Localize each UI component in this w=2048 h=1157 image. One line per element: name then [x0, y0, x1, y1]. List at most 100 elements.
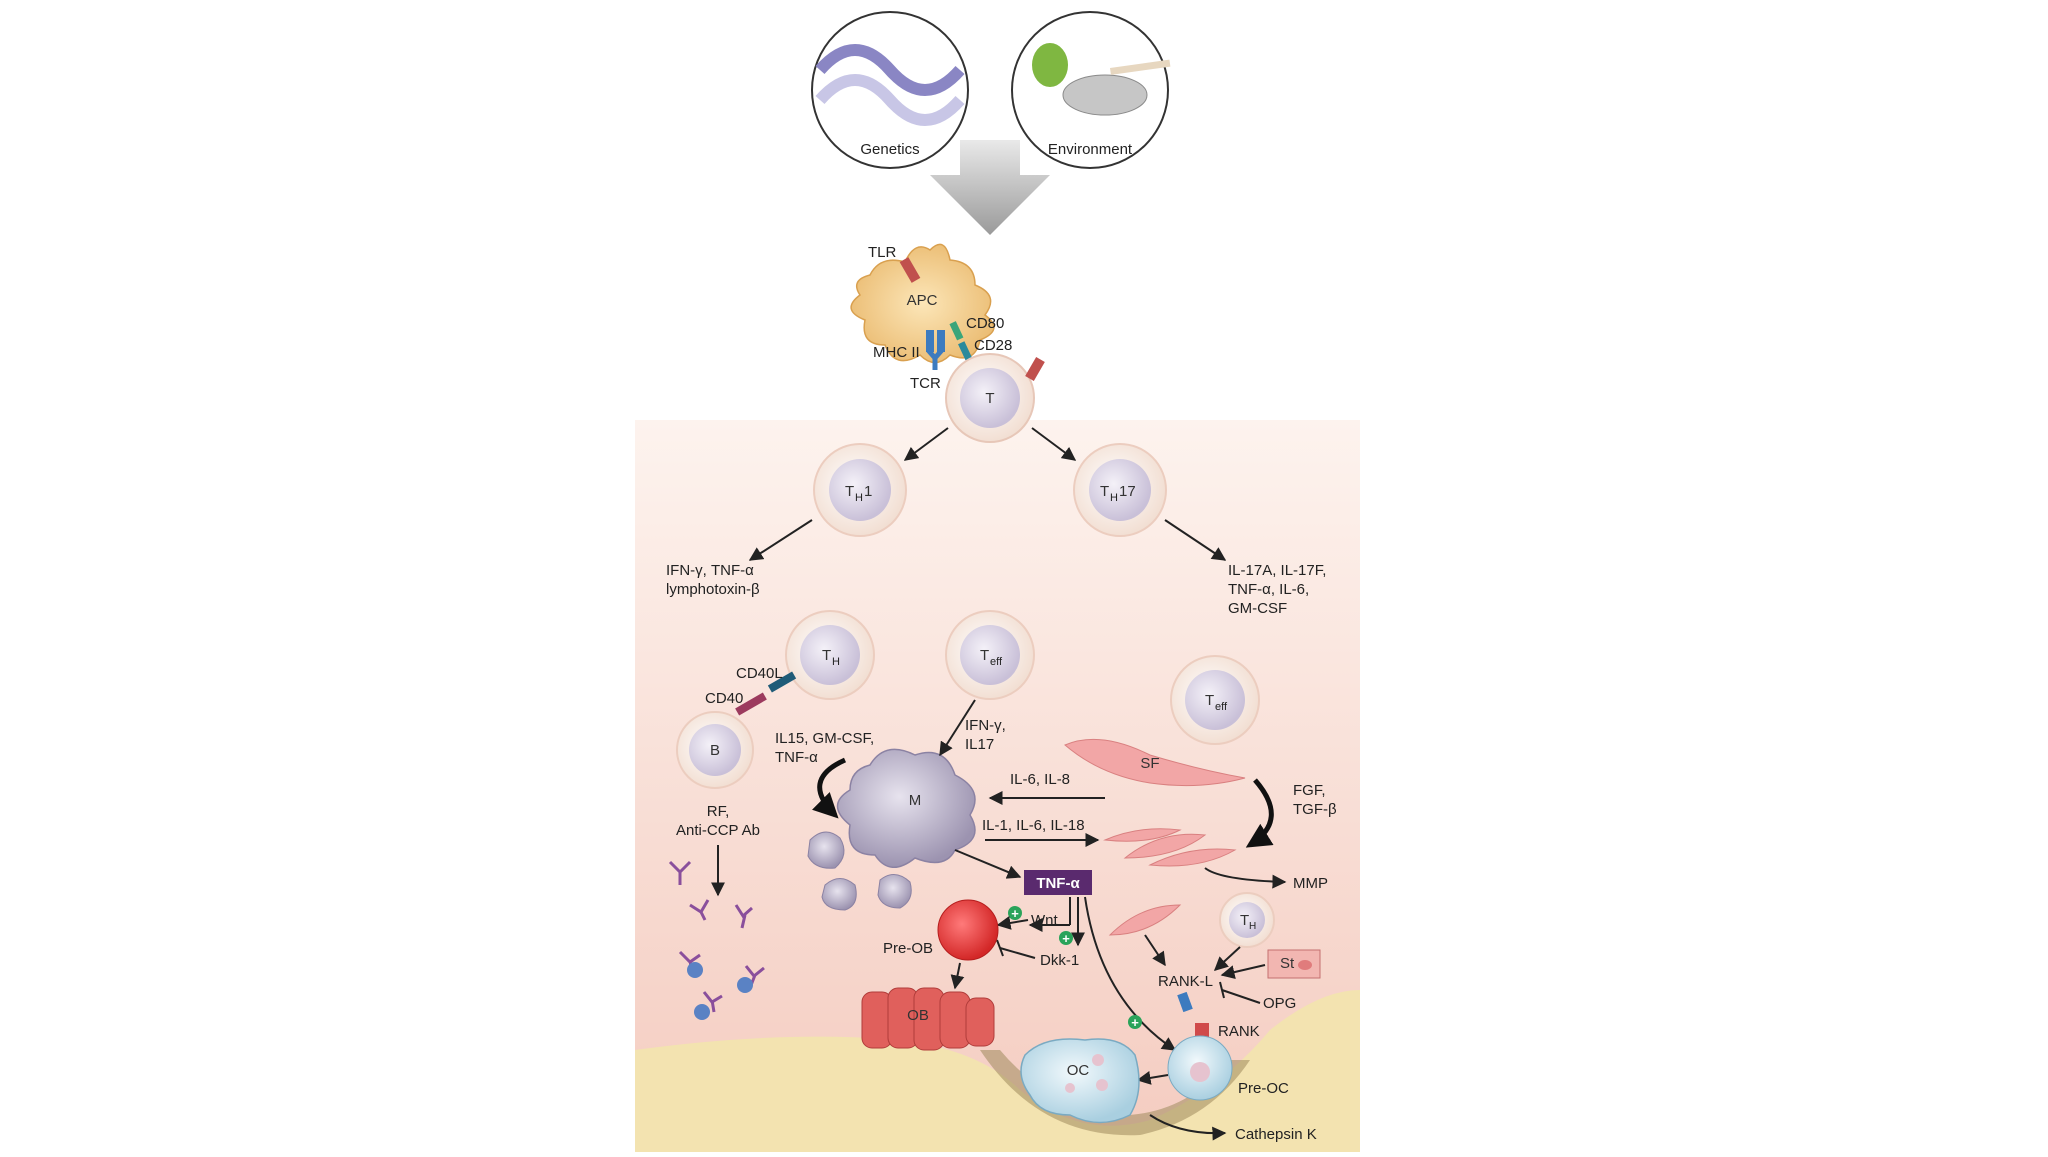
cd40-icon: [735, 692, 767, 716]
genetics-label: Genetics: [860, 141, 919, 158]
rankl-label: RANK-L: [1158, 973, 1213, 990]
bacteria-icon: [1032, 43, 1068, 87]
opg-label: OPG: [1263, 995, 1296, 1012]
big-down-arrow: [930, 140, 1050, 235]
teff1-sub: eff: [990, 656, 1003, 668]
th1-cell: T H 1: [813, 443, 907, 537]
rf-line2: Anti-CCP Ab: [676, 822, 760, 839]
arrow-t-th17: [1031, 427, 1077, 461]
th1-sub: H: [855, 492, 863, 504]
svg-text:+: +: [1062, 931, 1070, 946]
th2-main: T: [1240, 912, 1249, 929]
teff-cell-1: T eff: [945, 610, 1035, 700]
st-label: St: [1280, 955, 1295, 972]
cd40-label: CD40: [705, 690, 743, 707]
ashtray-icon: [1062, 74, 1148, 116]
svg-text:+: +: [1011, 906, 1019, 921]
b-cell-label: B: [710, 742, 720, 759]
th1-cytokines-line1: IFN-γ, TNF-α: [666, 562, 754, 579]
th17-sub: H: [1110, 492, 1118, 504]
sf-cell: [1064, 738, 1246, 787]
cd28-label: CD28: [974, 337, 1012, 354]
tnf-label: TNF-α: [1036, 875, 1080, 892]
th-cell-right: T H: [1219, 892, 1275, 948]
arrow-th-rankl: [1213, 946, 1241, 971]
ob-label: OB: [907, 1007, 929, 1024]
teff-cell-2: T eff: [1170, 655, 1260, 745]
plus-icon: [1128, 1015, 1142, 1029]
cd80-icon: [949, 321, 964, 341]
th17-tail: 17: [1119, 483, 1136, 500]
teff2-main: T: [1205, 692, 1214, 709]
th17-cytokines-line1: IL-17A, IL-17F,: [1228, 562, 1326, 579]
fgf-line2: TGF-β: [1293, 801, 1337, 818]
rf-line1: RF,: [707, 803, 730, 820]
arrow-m-tnf: [954, 849, 1022, 879]
il6-il8-label: IL-6, IL-8: [1010, 771, 1070, 788]
th1-main: T: [845, 483, 854, 500]
antibody-icon: [668, 860, 692, 885]
t-receptor-icon: [1025, 356, 1045, 382]
arrow-th1-cytokines: [748, 519, 813, 561]
rankl-ligand-icon: [1177, 991, 1193, 1013]
antibody-icon: [734, 904, 753, 929]
il15-line1: IL15, GM-CSF,: [775, 730, 874, 747]
b-cell: B: [676, 711, 754, 789]
arrow-preob-ob: [950, 962, 965, 990]
th-sub: H: [832, 656, 840, 668]
teff1-main: T: [980, 647, 989, 664]
fibroblast-cluster: [1103, 828, 1237, 867]
cathepsin-label: Cathepsin K: [1235, 1126, 1317, 1143]
macrophage-small: [807, 831, 845, 869]
arrow-t-th1: [903, 427, 949, 461]
arrow-fibroblast-rankl: [1144, 934, 1166, 967]
t-cell: T: [945, 353, 1035, 443]
ifn-line1: IFN-γ,: [965, 717, 1006, 734]
sf-label: SF: [1140, 755, 1159, 772]
pre-ob-cell: [937, 899, 999, 961]
curved-arrow-fgf: [1245, 778, 1274, 848]
cigarette-icon: [1110, 59, 1171, 75]
th1-tail: 1: [864, 483, 872, 500]
th17-cell: T H 17: [1073, 443, 1167, 537]
antibody-icon: [689, 899, 710, 921]
cd40l-label: CD40L: [736, 665, 783, 682]
t-cell-label: T: [985, 390, 994, 407]
tlr-receptor-icon: [899, 257, 921, 283]
cd80-label: CD80: [966, 315, 1004, 332]
cd28-icon: [958, 341, 973, 363]
arrow-mmp: [1204, 867, 1287, 889]
rank-label: RANK: [1218, 1023, 1260, 1040]
fgf-line1: FGF,: [1293, 782, 1326, 799]
cd40l-icon: [767, 671, 797, 693]
tnf-box: [1024, 870, 1092, 895]
apc-label: APC: [907, 292, 938, 309]
arrow-preoc-oc: [1136, 1071, 1169, 1085]
tcr-icon: [926, 348, 944, 370]
th17-cytokines-line2: TNF-α, IL-6,: [1228, 581, 1309, 598]
teff2-sub: eff: [1215, 701, 1228, 713]
arrow-th17-cytokines: [1164, 519, 1227, 561]
wnt-label: Wnt: [1031, 912, 1059, 929]
pre-ob-label: Pre-OB: [883, 940, 933, 957]
macrophage-small: [821, 878, 857, 911]
tlr-label: TLR: [868, 244, 897, 261]
antibody-icon: [702, 991, 723, 1013]
th-main: T: [822, 647, 831, 664]
antibodies-group: [668, 860, 765, 1013]
tcr-label: TCR: [910, 375, 941, 392]
mhc2-label: MHC II: [873, 344, 920, 361]
arrow-cathepsin: [1149, 1114, 1227, 1141]
environment-label: Environment: [1048, 141, 1133, 158]
svg-text:+: +: [1131, 1015, 1139, 1030]
curved-arrow-macrophage: [812, 757, 847, 819]
macrophage-label: M: [909, 792, 922, 809]
mhc2-icon: [926, 330, 934, 352]
arrow-wnt-preob: [996, 916, 1029, 930]
tissue-background: [635, 420, 1360, 1157]
antigen-icon: [737, 977, 753, 993]
fibroblast-small: [1108, 904, 1182, 936]
dkk-label: Dkk-1: [1040, 952, 1079, 969]
